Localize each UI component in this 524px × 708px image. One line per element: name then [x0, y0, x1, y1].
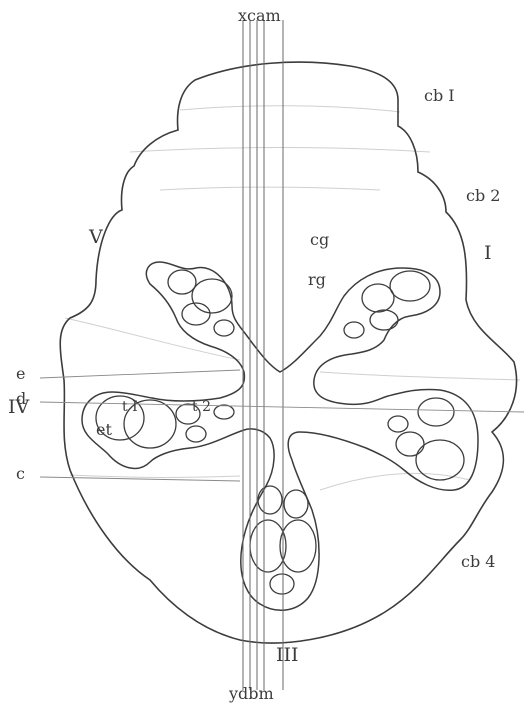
label-e: e: [16, 366, 25, 382]
label-rg: rg: [308, 272, 326, 288]
label-t2: t 2: [192, 400, 211, 414]
horizontal-reference-lines: [40, 370, 524, 481]
outer-body-outline: [60, 62, 516, 643]
label-d: d: [16, 391, 26, 407]
line-d: [40, 402, 524, 412]
right-upper-ganglion: [344, 271, 430, 338]
vertical-reference-lines: [243, 20, 283, 690]
bottom-axis-label: ydbm: [229, 686, 274, 702]
label-roman-I: I: [484, 244, 492, 263]
background-shading: [65, 106, 520, 490]
top-axis-label: xcam: [238, 8, 281, 24]
label-roman-III: III: [276, 646, 299, 665]
label-t1: t I: [122, 400, 138, 414]
upper-fork-outline: [82, 262, 478, 610]
label-cb4: cb 4: [461, 554, 495, 570]
line-e: [40, 370, 240, 378]
label-roman-V: V: [89, 228, 103, 247]
label-cb1: cb I: [424, 88, 455, 104]
left-upper-ganglion: [168, 270, 234, 336]
label-c: c: [16, 466, 25, 482]
label-cg: cg: [310, 232, 329, 248]
label-cb2: cb 2: [466, 188, 500, 204]
label-et: et: [96, 422, 112, 438]
